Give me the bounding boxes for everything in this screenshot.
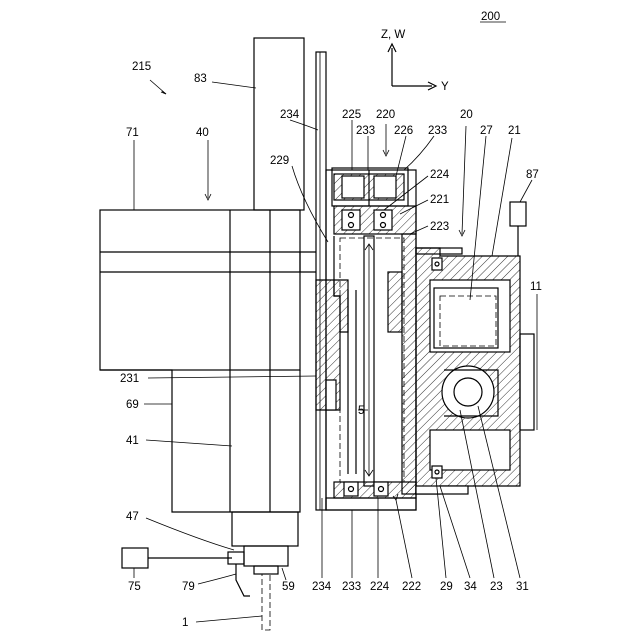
cavity-lower <box>430 430 510 470</box>
label-47: 47 <box>126 511 139 523</box>
table-11 <box>520 334 534 430</box>
label-21: 21 <box>508 125 521 137</box>
label-71: 71 <box>126 127 139 139</box>
shaft-31 <box>454 378 482 406</box>
label-23: 23 <box>490 581 503 593</box>
label-223: 223 <box>430 221 449 233</box>
axis-indicator: Z, W Y <box>381 29 449 93</box>
label-229: 229 <box>270 155 289 167</box>
nozzle-79 <box>236 564 250 596</box>
bearing-233-right <box>374 176 396 198</box>
column-83 <box>254 38 304 210</box>
lower-base-233 <box>326 498 416 510</box>
label-221: 221 <box>430 194 449 206</box>
head-body-40 <box>100 210 316 512</box>
bearing-224-lower-left <box>344 482 358 496</box>
label-224-bottom: 224 <box>370 581 390 593</box>
label-41: 41 <box>126 435 139 447</box>
label-1: 1 <box>182 617 188 629</box>
label-87: 87 <box>526 169 539 181</box>
label-29: 29 <box>440 581 453 593</box>
label-34: 34 <box>464 581 477 593</box>
tool-holder-59 <box>254 566 278 574</box>
spindle-nose-47 <box>232 512 298 546</box>
controller-75 <box>122 548 148 568</box>
label-233-top-left: 233 <box>356 125 375 137</box>
z-axis-label: Z, W <box>381 29 405 41</box>
spindle-collar <box>244 546 288 566</box>
label-225: 225 <box>342 109 361 121</box>
figure-number: 200 <box>481 11 500 23</box>
label-234-bottom: 234 <box>312 581 332 593</box>
label-220: 220 <box>376 109 395 121</box>
slider-pad <box>326 380 336 410</box>
sensor-87 <box>510 202 526 226</box>
label-27: 27 <box>480 125 493 137</box>
label-11: 11 <box>530 281 542 293</box>
label-40: 40 <box>196 127 209 139</box>
seal-29 <box>432 466 442 478</box>
label-234-top: 234 <box>280 109 300 121</box>
label-83: 83 <box>194 73 207 85</box>
label-233-top-right: 233 <box>428 125 447 137</box>
tool-1 <box>262 574 270 630</box>
nut-block <box>388 272 402 332</box>
label-226: 226 <box>394 125 413 137</box>
label-31: 31 <box>516 581 529 593</box>
label-215: 215 <box>132 61 151 73</box>
label-224-top: 224 <box>430 169 450 181</box>
label-20: 20 <box>460 109 473 121</box>
y-axis-label: Y <box>441 81 449 93</box>
label-231: 231 <box>120 373 139 385</box>
label-59: 59 <box>282 581 295 593</box>
bearing-224-lower-right <box>374 482 388 496</box>
label-79: 79 <box>182 581 195 593</box>
bearing-233-left <box>342 176 364 198</box>
label-75: 75 <box>128 581 141 593</box>
label-69: 69 <box>126 399 139 411</box>
label-5: 5 <box>358 405 364 417</box>
seal-top <box>432 258 442 270</box>
label-222: 222 <box>402 581 421 593</box>
label-233-bottom: 233 <box>342 581 361 593</box>
